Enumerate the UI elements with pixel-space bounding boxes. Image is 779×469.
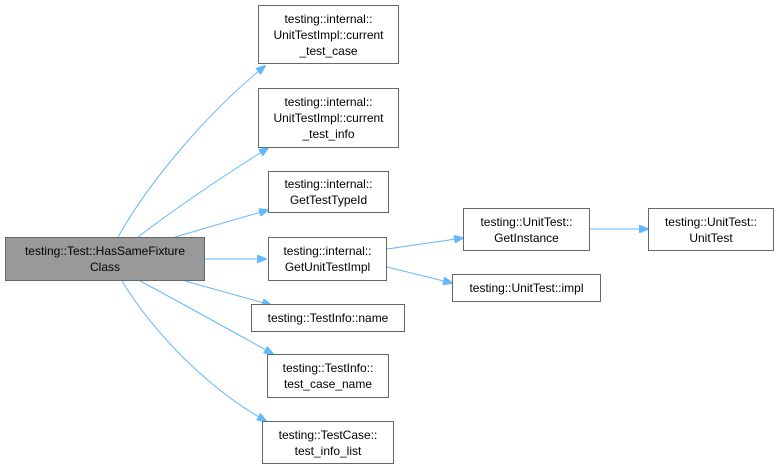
node-label-line: testing::Test::HasSameFixture	[24, 244, 186, 258]
node-label-line: _test_case	[299, 43, 358, 58]
node-label-line: testing::internal::	[284, 95, 373, 109]
edge-get-unit-test-impl-to-unit-test-impl	[386, 266, 452, 283]
node-label-line: testing::internal::	[283, 244, 372, 258]
edge-get-unit-test-impl-to-get-instance	[386, 238, 463, 250]
edge-root-to-current-test-info	[137, 148, 268, 238]
node-label-line: testing::UnitTest::	[664, 214, 758, 229]
node-label-line: testing::UnitTest::	[480, 214, 573, 229]
node-current-test-info[interactable]: testing::internal::UnitTestImpl::current…	[258, 88, 399, 148]
node-label-line: testing::TestCase::	[278, 427, 378, 442]
node-label-line: testing::UnitTest::impl	[469, 281, 584, 295]
edges	[117, 66, 648, 421]
node-label-line: GetInstance	[494, 230, 559, 245]
node-get-unit-test-impl[interactable]: testing::internal::GetUnitTestImpl	[268, 237, 387, 281]
node-test-info-list[interactable]: testing::TestCase::test_info_list	[262, 421, 394, 464]
node-test-info-name[interactable]: testing::TestInfo::name	[251, 304, 405, 332]
node-unit-test-impl[interactable]: testing::UnitTest::impl	[452, 274, 601, 302]
node-label-line: test_info_list	[294, 443, 362, 458]
edge-root-to-current-test-case	[117, 66, 265, 238]
node-get-test-type-id[interactable]: testing::internal::GetTestTypeId	[268, 171, 389, 213]
node-label-line: GetUnitTestImpl	[284, 260, 371, 274]
edge-root-to-test-info-name	[184, 280, 271, 305]
node-label-line: _test_info	[302, 127, 355, 141]
node-label-line: testing::TestInfo::name	[267, 311, 389, 325]
node-label-line: UnitTestImpl::current	[273, 111, 384, 125]
node-label-line: testing::internal::	[284, 11, 373, 26]
node-label-line: test_case_name	[283, 377, 373, 391]
node-label-line: UnitTest	[689, 230, 733, 245]
edge-root-to-test-case-name	[139, 280, 273, 354]
node-current-test-case[interactable]: testing::internal::UnitTestImpl::current…	[258, 5, 399, 64]
node-label-line: Class	[89, 260, 120, 274]
node-label-line: testing::TestInfo::	[282, 361, 374, 375]
edge-root-to-get-test-type-id	[174, 210, 268, 238]
node-test-case-name[interactable]: testing::TestInfo::test_case_name	[267, 354, 389, 398]
node-get-instance[interactable]: testing::UnitTest::GetInstance	[463, 208, 590, 251]
node-label-line: UnitTestImpl::current	[273, 27, 384, 42]
edge-root-to-test-info-list	[121, 280, 266, 421]
node-label-line: GetTestTypeId	[289, 193, 368, 207]
node-unit-test-ctor[interactable]: testing::UnitTest::UnitTest	[648, 208, 774, 251]
node-label-line: testing::internal::	[284, 177, 373, 191]
